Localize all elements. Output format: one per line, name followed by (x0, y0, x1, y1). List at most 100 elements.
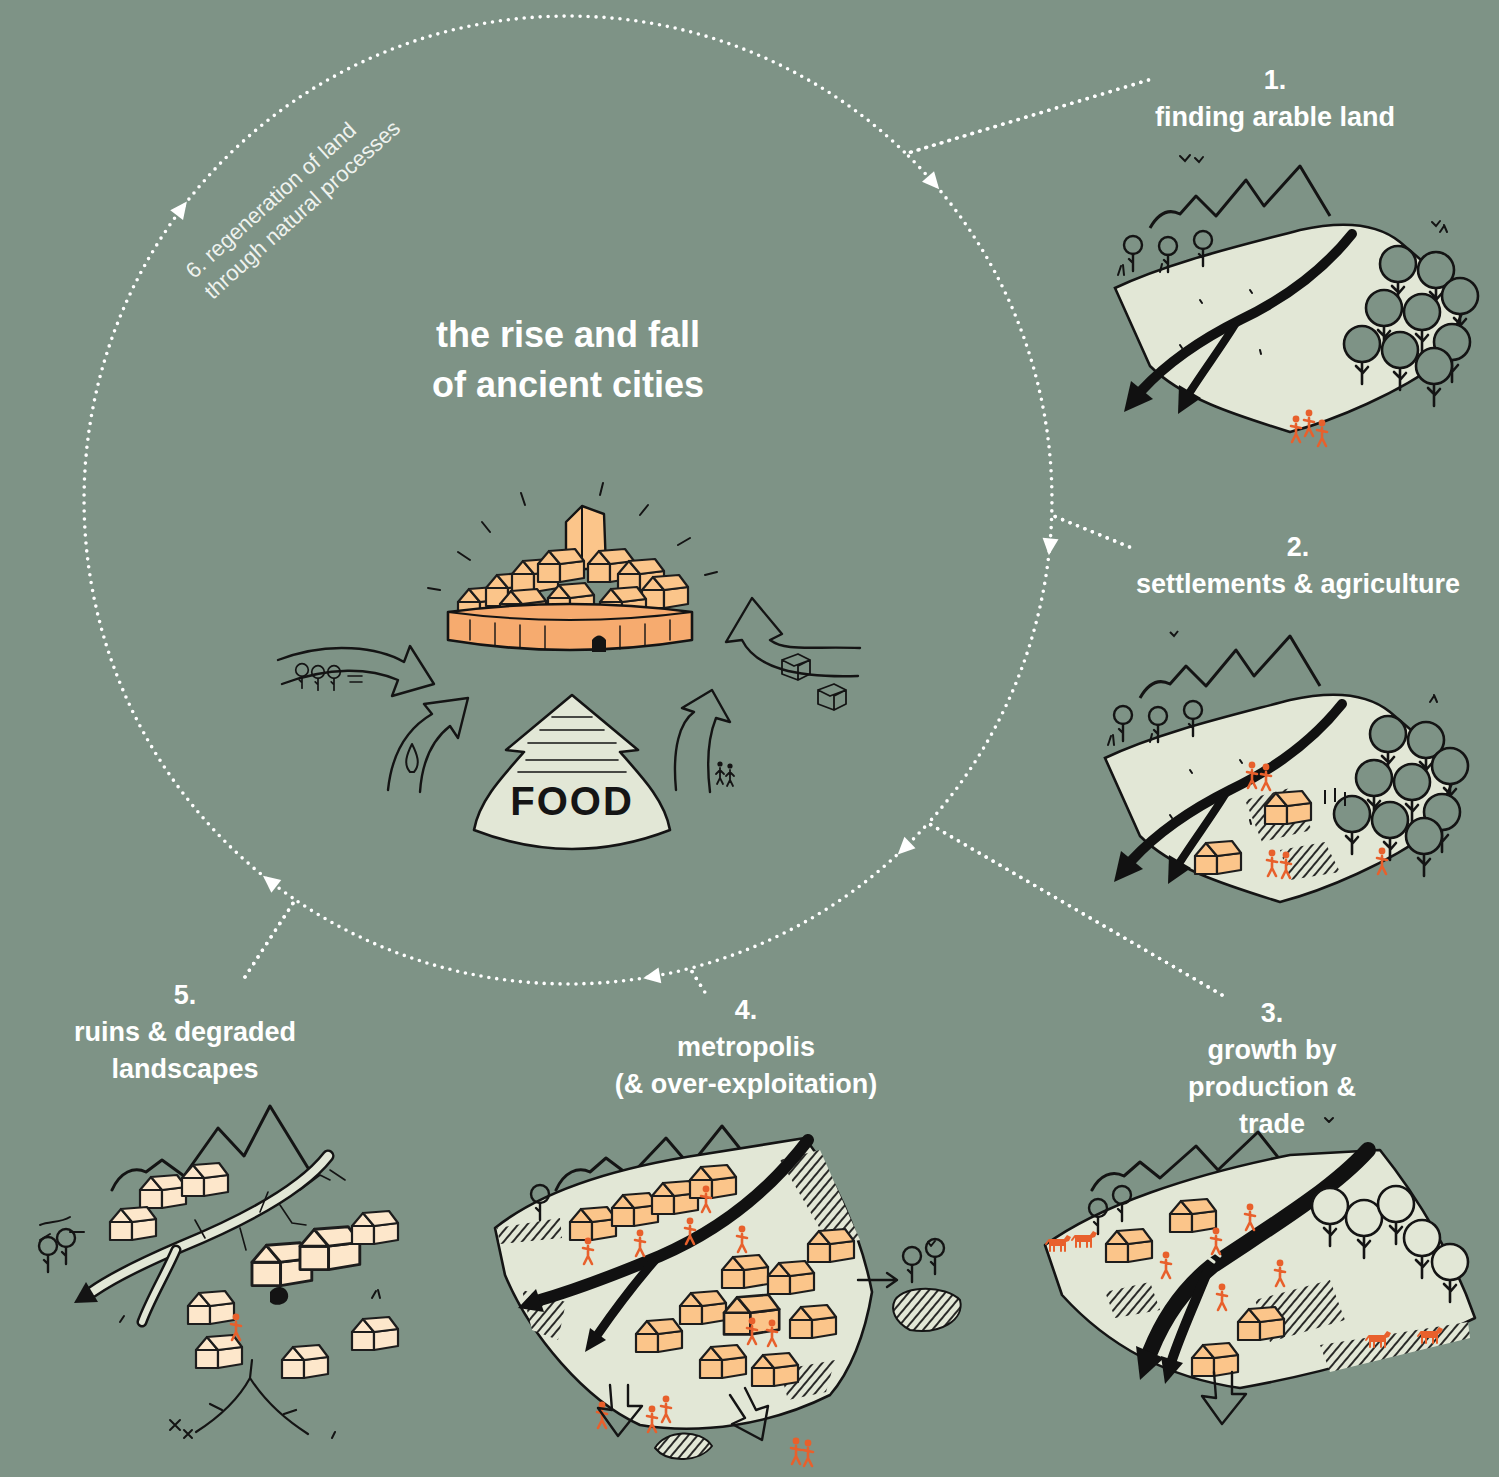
stage-four-scene (928, 1241, 935, 1246)
stage-three-scene (1106, 1229, 1152, 1262)
stage-three-scene (1217, 1284, 1227, 1310)
stage-one-scene (1304, 410, 1314, 436)
stage-three-scene (1366, 1331, 1391, 1347)
stage-heading: 3.growth by production & trade (1147, 995, 1397, 1143)
city-drawing (348, 676, 362, 682)
stage-four-scene (747, 1318, 757, 1344)
stage-five-scene (57, 1229, 75, 1264)
stage-five-scene (39, 1237, 57, 1272)
city-drawing (448, 612, 692, 620)
furrow-line (518, 771, 626, 773)
stage-three-scene (1320, 1322, 1470, 1372)
callout-number: 3. (1261, 995, 1284, 1032)
dotted-connector (690, 823, 1222, 995)
stage-five-scene (142, 1250, 176, 1322)
supply-arrow: FOOD (470, 692, 674, 858)
stage-one-scene (1291, 416, 1301, 442)
stage-two-scene (1105, 631, 1468, 902)
stage-one-scene (1115, 155, 1478, 446)
city-drawing (278, 646, 434, 696)
city-drawing (538, 549, 584, 582)
stage-four-scene (570, 1207, 616, 1240)
stage-three-scene (1046, 1235, 1071, 1251)
stage-five-scene (92, 1156, 328, 1292)
furrow-line (552, 716, 592, 718)
stage-four-scene (808, 1229, 854, 1262)
stage-one-scene (1115, 166, 1478, 432)
city-drawing (328, 666, 341, 691)
stage-four-scene (647, 1406, 657, 1432)
stage-five-scene (170, 1420, 192, 1438)
city-drawing (428, 483, 717, 590)
stage-four-scene (598, 1385, 642, 1436)
stage-two-scene (1170, 631, 1178, 636)
stage-four-scene (730, 1388, 768, 1440)
stage-name: finding arable land (1155, 99, 1395, 136)
stage-four-scene (690, 1165, 736, 1198)
stage-three-scene (1346, 1200, 1382, 1258)
stage-one-scene (1180, 155, 1440, 226)
callout-number: 4. (735, 992, 758, 1029)
stage-four-scene (768, 1261, 814, 1294)
stage-three-scene (1432, 1244, 1468, 1302)
callout-number: 1. (1264, 62, 1287, 99)
stage-five-scene (74, 1282, 98, 1303)
stage-five-scene (110, 1207, 156, 1240)
city-drawing (388, 698, 468, 792)
city-drawing (818, 684, 846, 710)
arrowhead (922, 171, 939, 189)
stage-four-scene (722, 1255, 768, 1288)
dotted-connector (906, 80, 1148, 547)
stage-four-scene (661, 1396, 671, 1422)
stage-four-scene (585, 1328, 606, 1352)
stage-two-scene (1267, 850, 1277, 876)
stage-three-scene (1136, 1346, 1164, 1380)
stage-five-scene (270, 1287, 288, 1305)
arrowhead (643, 967, 661, 983)
stage-five-scene (300, 1227, 360, 1270)
stage-five-scene (140, 1175, 186, 1208)
stage-three-scene (1161, 1356, 1183, 1384)
stage-four-scene (790, 1305, 836, 1338)
arrowhead (170, 202, 187, 220)
stage-three-scene (1105, 1282, 1160, 1318)
arrowhead (263, 876, 281, 893)
stage-heading: 2.settlements & agriculture (1130, 529, 1467, 603)
stage-two-scene (1280, 842, 1340, 880)
edge-label: 6. regeneration of land through natural … (180, 89, 412, 306)
stage-four-scene (655, 1433, 712, 1459)
callout-number: 2. (1287, 529, 1310, 566)
stage-three-scene (1312, 1188, 1348, 1246)
stage-two-scene (1261, 764, 1271, 790)
city-drawing (642, 575, 688, 608)
stage-four-scene (803, 1440, 813, 1466)
city-drawing (727, 763, 732, 768)
stage-three-scene (1325, 1118, 1333, 1122)
stage-five-scene (352, 1211, 398, 1244)
stage-four-scene (926, 1239, 944, 1274)
stage-three-scene (1275, 1260, 1285, 1286)
callout-number: 5. (174, 977, 197, 1014)
city-drawing (717, 761, 722, 766)
stage-four-scene (752, 1353, 798, 1386)
stage-four-scene (495, 1126, 961, 1466)
stage-three-scene (1238, 1307, 1284, 1340)
stage-four-scene (495, 1138, 872, 1429)
city-drawing (716, 768, 734, 786)
stage-three-scene (1113, 1186, 1131, 1221)
stage-heading: 4.metropolis(& over-exploitation) (609, 992, 884, 1103)
stage-three-scene (1045, 1150, 1475, 1388)
stage-four-scene (636, 1319, 682, 1352)
stage-three-scene (1202, 1372, 1246, 1424)
city-drawing (296, 664, 309, 689)
stage-four-scene (518, 1289, 544, 1312)
stage-two-scene (1281, 852, 1291, 878)
stage-four-scene (791, 1438, 801, 1464)
stage-four-scene (700, 1345, 746, 1378)
stage-two-scene (1265, 791, 1311, 824)
dotted-connector (84, 16, 1148, 977)
city-drawing (782, 654, 810, 680)
stage-four-scene (635, 1230, 645, 1256)
dotted-connector (245, 900, 705, 992)
